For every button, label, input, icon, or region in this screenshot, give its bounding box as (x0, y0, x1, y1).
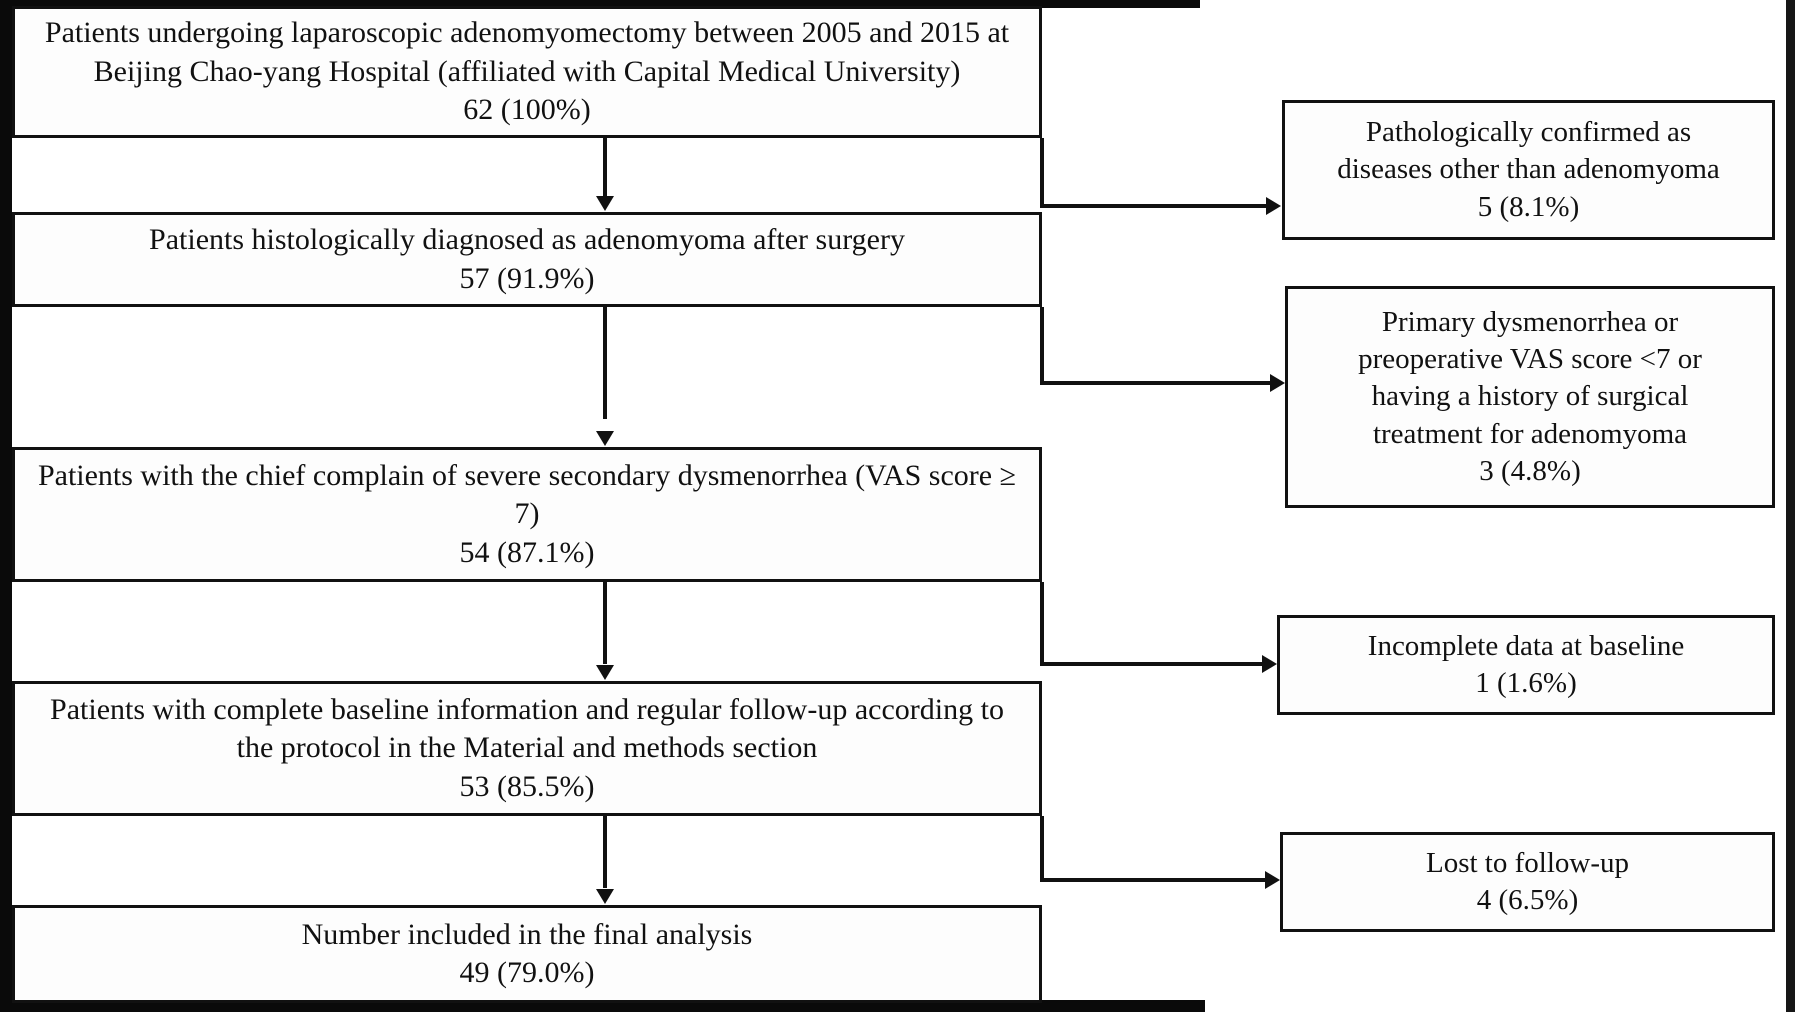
node-final-analysis[interactable]: Number included in the final analysis 49… (12, 905, 1042, 1003)
node-primary-dysmenorrhea-line-2: preoperative VAS score <7 or (1358, 343, 1702, 376)
arrowhead-histology-to-severe (596, 431, 614, 446)
elbow-vertical-incomplete-data (1040, 582, 1044, 666)
node-incomplete-data-line-1: Incomplete data at baseline (1367, 629, 1685, 662)
node-complete-baseline-line-2: the protocol in the Material and methods… (236, 731, 818, 765)
connector-baseline-to-final (603, 816, 607, 888)
node-severe-dysmenorrhea-count: 54 (87.1%) (459, 535, 595, 569)
node-severe-dysmenorrhea[interactable]: Patients with the chief complain of seve… (12, 447, 1042, 582)
node-primary-dysmenorrhea-line-4: treatment for adenomyoma (1372, 417, 1688, 450)
node-histology[interactable]: Patients histologically diagnosed as ade… (12, 212, 1042, 307)
node-incomplete-data-count: 1 (1.6%) (1475, 667, 1577, 699)
arrowhead-primary-dysmenorrhea (1270, 374, 1285, 392)
scan-frame-right (1786, 0, 1795, 1012)
elbow-horizontal-primary-dysmenorrhea (1040, 381, 1272, 385)
node-primary-dysmenorrhea-line-3: having a history of surgical (1371, 380, 1689, 413)
scan-frame-top-strip (12, 0, 1042, 6)
arrowhead-other-diseases (1266, 197, 1281, 215)
node-final-analysis-line-1: Number included in the final analysis (301, 917, 753, 951)
node-histology-line-1: Patients histologically diagnosed as ade… (149, 223, 905, 257)
node-primary-dysmenorrhea-count: 3 (4.8%) (1479, 454, 1581, 487)
connector-histology-to-severe (603, 307, 607, 419)
node-severe-dysmenorrhea-line-1: Patients with the chief complain of seve… (37, 458, 1017, 492)
elbow-vertical-lost-followup (1040, 816, 1044, 882)
scan-frame-left (0, 0, 12, 1012)
node-enrolled-line-2: Beijing Chao-yang Hospital (affiliated w… (93, 54, 961, 88)
node-complete-baseline-line-1: Patients with complete baseline informat… (50, 692, 1004, 726)
elbow-horizontal-incomplete-data (1040, 662, 1264, 666)
node-severe-dysmenorrhea-line-2: 7) (514, 497, 540, 531)
node-other-diseases-line-1: Pathologically confirmed as (1365, 116, 1692, 149)
arrowhead-severe-to-baseline (596, 665, 614, 680)
elbow-vertical-other-diseases (1040, 138, 1044, 208)
node-primary-dysmenorrhea[interactable]: Primary dysmenorrhea or preoperative VAS… (1285, 286, 1775, 508)
elbow-horizontal-other-diseases (1040, 204, 1268, 208)
arrowhead-enrolled-to-histology (596, 196, 614, 211)
node-histology-count: 57 (91.9%) (459, 261, 595, 295)
node-other-diseases-count: 5 (8.1%) (1477, 190, 1580, 223)
node-enrolled-count: 62 (100%) (463, 93, 591, 127)
node-other-diseases[interactable]: Pathologically confirmed as diseases oth… (1282, 100, 1775, 240)
node-final-analysis-count: 49 (79.0%) (459, 956, 595, 989)
node-lost-followup-count: 4 (6.5%) (1476, 884, 1579, 916)
node-complete-baseline[interactable]: Patients with complete baseline informat… (12, 681, 1042, 816)
arrowhead-lost-followup (1265, 871, 1280, 889)
node-enrolled-line-1: Patients undergoing laparoscopic adenomy… (44, 16, 1010, 50)
node-enrolled[interactable]: Patients undergoing laparoscopic adenomy… (12, 6, 1042, 138)
node-lost-followup[interactable]: Lost to follow-up 4 (6.5%) (1280, 832, 1775, 932)
node-lost-followup-line-1: Lost to follow-up (1426, 846, 1629, 879)
node-incomplete-data[interactable]: Incomplete data at baseline 1 (1.6%) (1277, 615, 1775, 715)
arrowhead-baseline-to-final (596, 889, 614, 904)
node-other-diseases-line-2: diseases other than adenomyoma (1337, 153, 1720, 186)
node-complete-baseline-count: 53 (85.5%) (459, 769, 595, 803)
arrowhead-incomplete-data (1262, 655, 1277, 673)
elbow-horizontal-lost-followup (1040, 878, 1267, 882)
connector-enrolled-to-histology (603, 138, 607, 196)
scan-frame-bottom (0, 1000, 1205, 1012)
elbow-vertical-primary-dysmenorrhea (1040, 307, 1044, 385)
node-primary-dysmenorrhea-line-1: Primary dysmenorrhea or (1381, 306, 1679, 339)
connector-severe-to-baseline (603, 582, 607, 664)
